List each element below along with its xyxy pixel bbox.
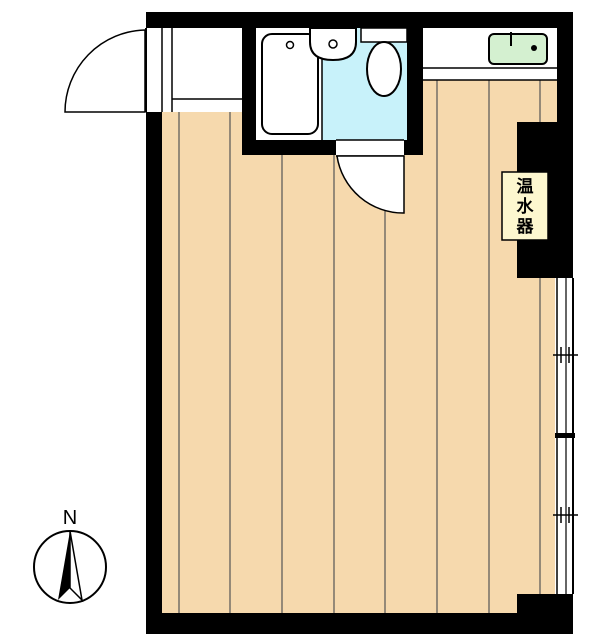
toilet-icon <box>366 41 402 97</box>
bathroom-door-swing-icon <box>336 155 405 214</box>
water-heater-label-2: 水 <box>517 196 535 217</box>
compass-north-label: N <box>63 507 77 529</box>
kitchen-sink-icon <box>488 33 548 65</box>
bathtub-icon <box>261 33 319 135</box>
water-heater-label-1: 温 <box>517 177 534 197</box>
door-swing-icon <box>64 29 146 113</box>
entrance-area <box>162 28 242 112</box>
compass-icon: N <box>33 507 107 604</box>
water-heater-label-3: 器 <box>516 217 535 237</box>
corner-wall-block <box>517 594 573 634</box>
water-heater-label-box <box>501 171 549 241</box>
